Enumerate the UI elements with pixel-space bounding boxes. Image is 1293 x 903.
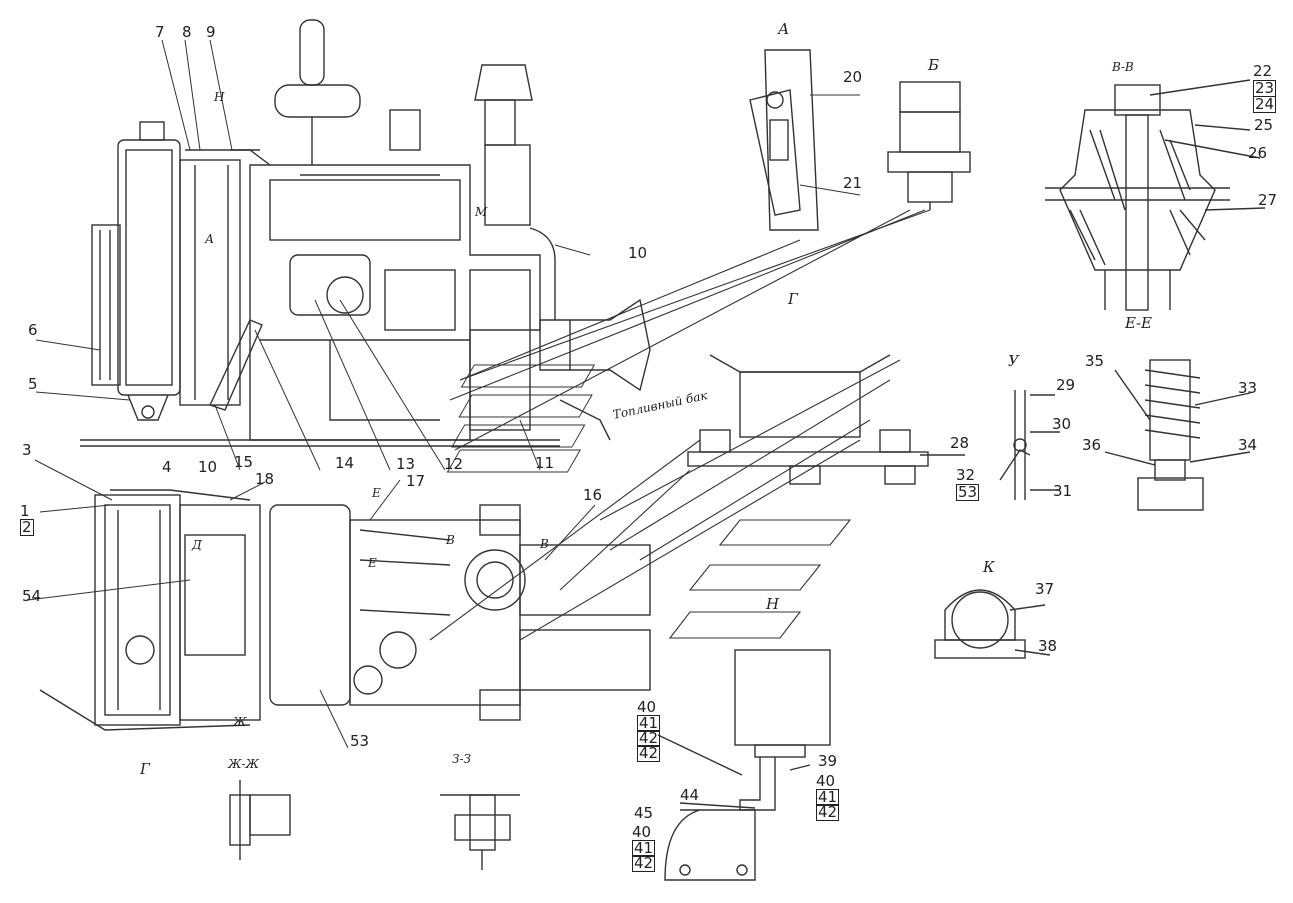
view-title-g: Г (788, 290, 798, 308)
callout-36: 36 (1082, 436, 1102, 454)
callout-11: 11 (535, 454, 555, 472)
detail-g (687, 354, 965, 485)
air-filter (274, 19, 361, 165)
view-title-k: К (983, 558, 995, 576)
callout-5: 5 (28, 375, 38, 393)
callout-13: 13 (396, 455, 416, 473)
callout-3: 3 (22, 441, 32, 459)
callout-7: 7 (155, 23, 165, 41)
view-title-ee: Е-Е (1125, 314, 1152, 332)
callout-15: 15 (234, 453, 254, 471)
detail-u (999, 390, 1060, 500)
detail-k (934, 589, 1051, 659)
radiator-plan (94, 494, 181, 726)
view-title-n: Н (766, 595, 780, 613)
mark-v-left: В (446, 533, 455, 547)
callout-54: 54 (22, 587, 42, 605)
section-z (440, 794, 520, 870)
mark-e-bottom: Е (368, 556, 377, 570)
callout-41-c: 41 (637, 714, 661, 732)
section-zh (229, 780, 291, 860)
callout-24: 24 (1253, 95, 1277, 113)
view-title-b: Б (928, 56, 940, 74)
callout-22: 22 (1253, 62, 1273, 80)
callout-42-b: 42 (632, 854, 656, 872)
callout-32: 32 (956, 466, 976, 484)
callout-16: 16 (583, 486, 603, 504)
radiator-hose (209, 319, 263, 411)
mark-e-top: Е (372, 486, 381, 500)
callout-20: 20 (843, 68, 863, 86)
callout-44: 44 (680, 786, 700, 804)
oil-filler (389, 109, 421, 151)
callout-40-b: 40 (632, 823, 652, 841)
mark-m: М (475, 205, 488, 219)
callout-39: 39 (818, 752, 838, 770)
engine-plan (110, 489, 651, 721)
fan-shroud (179, 159, 241, 406)
view-title-zz: З-З (452, 752, 472, 766)
view-arrow-g: Г (140, 760, 150, 778)
projection-lines (429, 209, 931, 641)
section-ee (1104, 359, 1251, 511)
callout-31: 31 (1053, 482, 1073, 500)
callout-53: 53 (350, 732, 370, 750)
callout-12: 12 (444, 455, 464, 473)
callout-2: 2 (20, 518, 34, 536)
callout-10-lower: 10 (198, 458, 218, 476)
fan-plan (179, 504, 261, 721)
callout-4: 4 (162, 458, 172, 476)
radiator-side (91, 121, 181, 421)
exhaust-pipe (474, 64, 533, 226)
callout-28: 28 (950, 434, 970, 452)
callout-35: 35 (1085, 352, 1105, 370)
callout-34: 34 (1238, 436, 1258, 454)
callout-42-a: 42 (816, 803, 840, 821)
callout-33: 33 (1238, 379, 1258, 397)
engine-block (249, 164, 541, 441)
view-title-zhzh: Ж-Ж (228, 757, 260, 771)
callout-17: 17 (406, 472, 426, 490)
callout-29: 29 (1056, 376, 1076, 394)
callout-41-b: 41 (632, 839, 656, 857)
coolant-pipe (185, 149, 271, 166)
detail-b (887, 81, 971, 210)
callout-14: 14 (335, 454, 355, 472)
view-title-u: У (1008, 352, 1019, 370)
callout-27: 27 (1258, 191, 1278, 209)
callout-53-u: 53 (956, 483, 980, 501)
callout-45: 45 (634, 804, 654, 822)
callout-43: 42 (637, 729, 661, 747)
callout-6: 6 (28, 321, 38, 339)
mark-d: Д (192, 538, 202, 552)
detail-n (657, 649, 831, 881)
callout-9: 9 (206, 23, 216, 41)
mark-v-right: В (540, 537, 549, 551)
view-title-a: А (778, 20, 790, 38)
detail-a (749, 49, 819, 231)
callout-40-a: 40 (816, 772, 836, 790)
callout-10-upper: 10 (628, 244, 648, 262)
callout-21: 21 (843, 174, 863, 192)
callout-41-a: 41 (816, 788, 840, 806)
callout-25: 25 (1254, 116, 1274, 134)
callout-30: 30 (1052, 415, 1072, 433)
callout-37: 37 (1035, 580, 1055, 598)
callout-26: 26 (1248, 144, 1268, 162)
callout-1: 1 (20, 502, 30, 520)
callout-40-c: 40 (637, 698, 657, 716)
mark-a-main: А (205, 232, 215, 246)
mark-n-top: Н (214, 90, 225, 104)
callout-18: 18 (255, 470, 275, 488)
section-vv (1045, 79, 1266, 311)
callout-42-c: 42 (637, 744, 661, 762)
mark-zh: Ж (233, 715, 247, 729)
callout-8: 8 (182, 23, 192, 41)
view-title-vv: В-В (1112, 60, 1134, 74)
callout-38: 38 (1038, 637, 1058, 655)
pipe-10 (529, 227, 556, 320)
